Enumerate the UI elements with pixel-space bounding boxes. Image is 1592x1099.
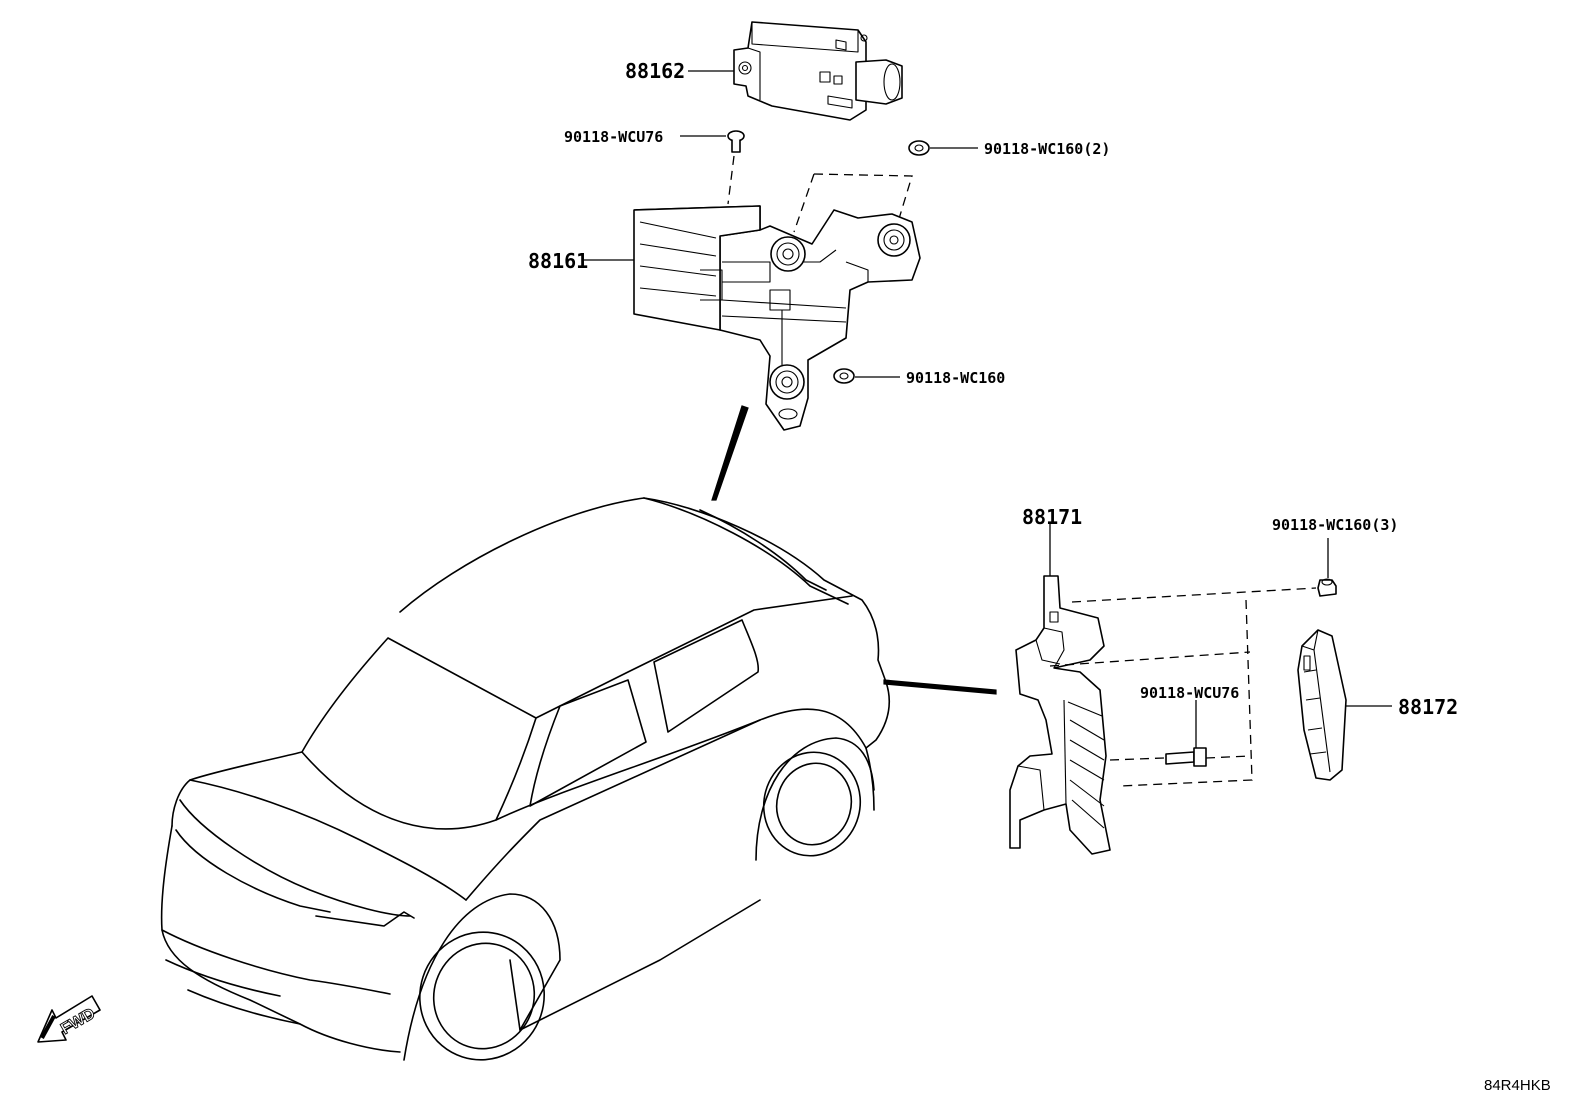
fwd-arrow-icon: FWD (37, 995, 101, 1043)
fastener-label-nut-top: 90118-WC160(2) (984, 140, 1110, 158)
dashed-guide (727, 155, 735, 205)
dashed-guide (1119, 599, 1253, 787)
location-pointer (711, 405, 749, 501)
vehicle-outline (160, 497, 890, 1061)
bracket-88171 (1009, 575, 1111, 855)
location-pointer (883, 679, 997, 695)
nut-icon (833, 368, 855, 384)
part-number-88172: 88172 (1398, 695, 1458, 719)
dashed-guide (793, 173, 815, 233)
part-number-88161: 88161 (528, 249, 588, 273)
fastener-label-bolt-top: 90118-WCU76 (564, 128, 663, 146)
part-number-88162: 88162 (625, 59, 685, 83)
fastener-label-nut-mid: 90118-WC160 (906, 369, 1005, 387)
nut-icon (1317, 578, 1337, 597)
module-88162 (733, 21, 903, 121)
part-number-88171: 88171 (1022, 505, 1082, 529)
drawing-code: 84R4HKB (1484, 1077, 1551, 1094)
bolt-icon (727, 130, 745, 153)
fastener-label-nut-right: 90118-WC160(3) (1272, 516, 1398, 534)
fastener-label-bolt-right: 90118-WCU76 (1140, 684, 1239, 702)
dashed-guide (1109, 757, 1165, 761)
bolt-icon (1165, 747, 1207, 767)
nut-icon (908, 140, 930, 156)
dashed-guide (1049, 651, 1251, 667)
dashed-guide (813, 173, 913, 223)
dashed-guide (1205, 755, 1251, 759)
dashed-guide (1071, 587, 1317, 603)
bracket-88161 (633, 205, 921, 431)
sensor-88172 (1297, 629, 1347, 781)
